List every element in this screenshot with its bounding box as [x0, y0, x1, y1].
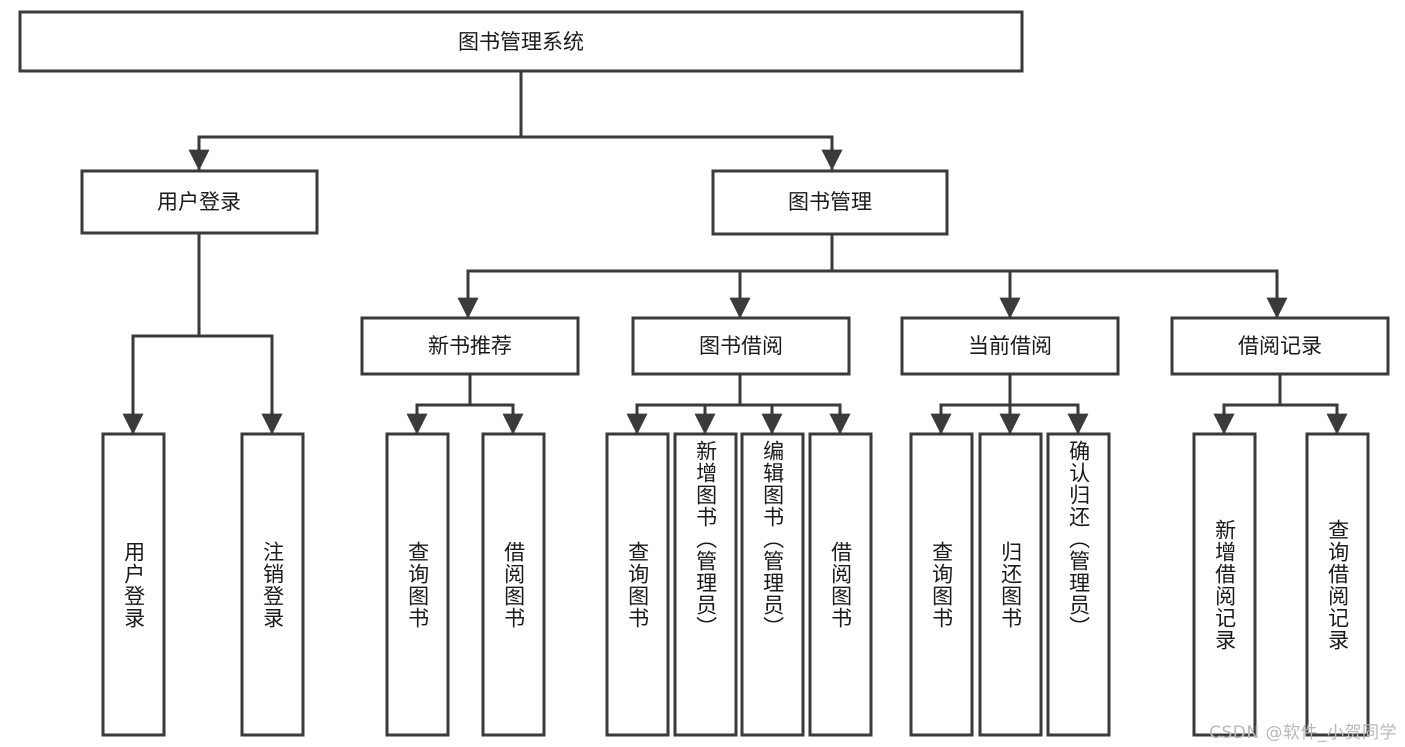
- node-leaf-return-book[interactable]: [978, 432, 1043, 737]
- node-new-book-recommend-label: 新书推荐: [428, 334, 512, 358]
- node-book-borrow-label: 图书借阅: [699, 334, 783, 358]
- node-borrow-record-label: 借阅记录: [1238, 334, 1322, 358]
- node-leaf-query-book-3[interactable]: [909, 432, 974, 737]
- node-leaf-borrow-book-2[interactable]: [808, 432, 873, 737]
- node-root[interactable]: [18, 10, 1024, 73]
- node-new-book-recommend[interactable]: [360, 316, 580, 376]
- node-leaf-query-record[interactable]: [1305, 432, 1370, 737]
- node-leaf-confirm-return[interactable]: [1046, 432, 1111, 737]
- node-user-login[interactable]: [80, 169, 319, 235]
- watermark-text: CSDN @软件_小贺同学: [1209, 723, 1397, 743]
- node-leaf-borrow-book-1[interactable]: [481, 432, 546, 737]
- node-user-login-label: 用户登录: [157, 190, 241, 214]
- node-leaf-user-login[interactable]: [101, 432, 166, 737]
- node-leaf-logout[interactable]: [240, 432, 305, 737]
- node-book-management-label: 图书管理: [788, 190, 872, 214]
- node-borrow-record[interactable]: [1170, 316, 1390, 376]
- node-leaf-add-book[interactable]: [673, 432, 738, 737]
- node-leaf-query-book-2[interactable]: [605, 432, 670, 737]
- node-root-label: 图书管理系统: [458, 30, 584, 54]
- node-current-borrow-label: 当前借阅: [968, 334, 1052, 358]
- node-current-borrow[interactable]: [900, 316, 1120, 376]
- node-leaf-edit-book[interactable]: [740, 432, 805, 737]
- node-book-borrow[interactable]: [631, 316, 851, 376]
- node-leaf-query-book-1[interactable]: [385, 432, 450, 737]
- node-leaf-add-record[interactable]: [1192, 432, 1257, 737]
- node-book-management[interactable]: [711, 169, 949, 236]
